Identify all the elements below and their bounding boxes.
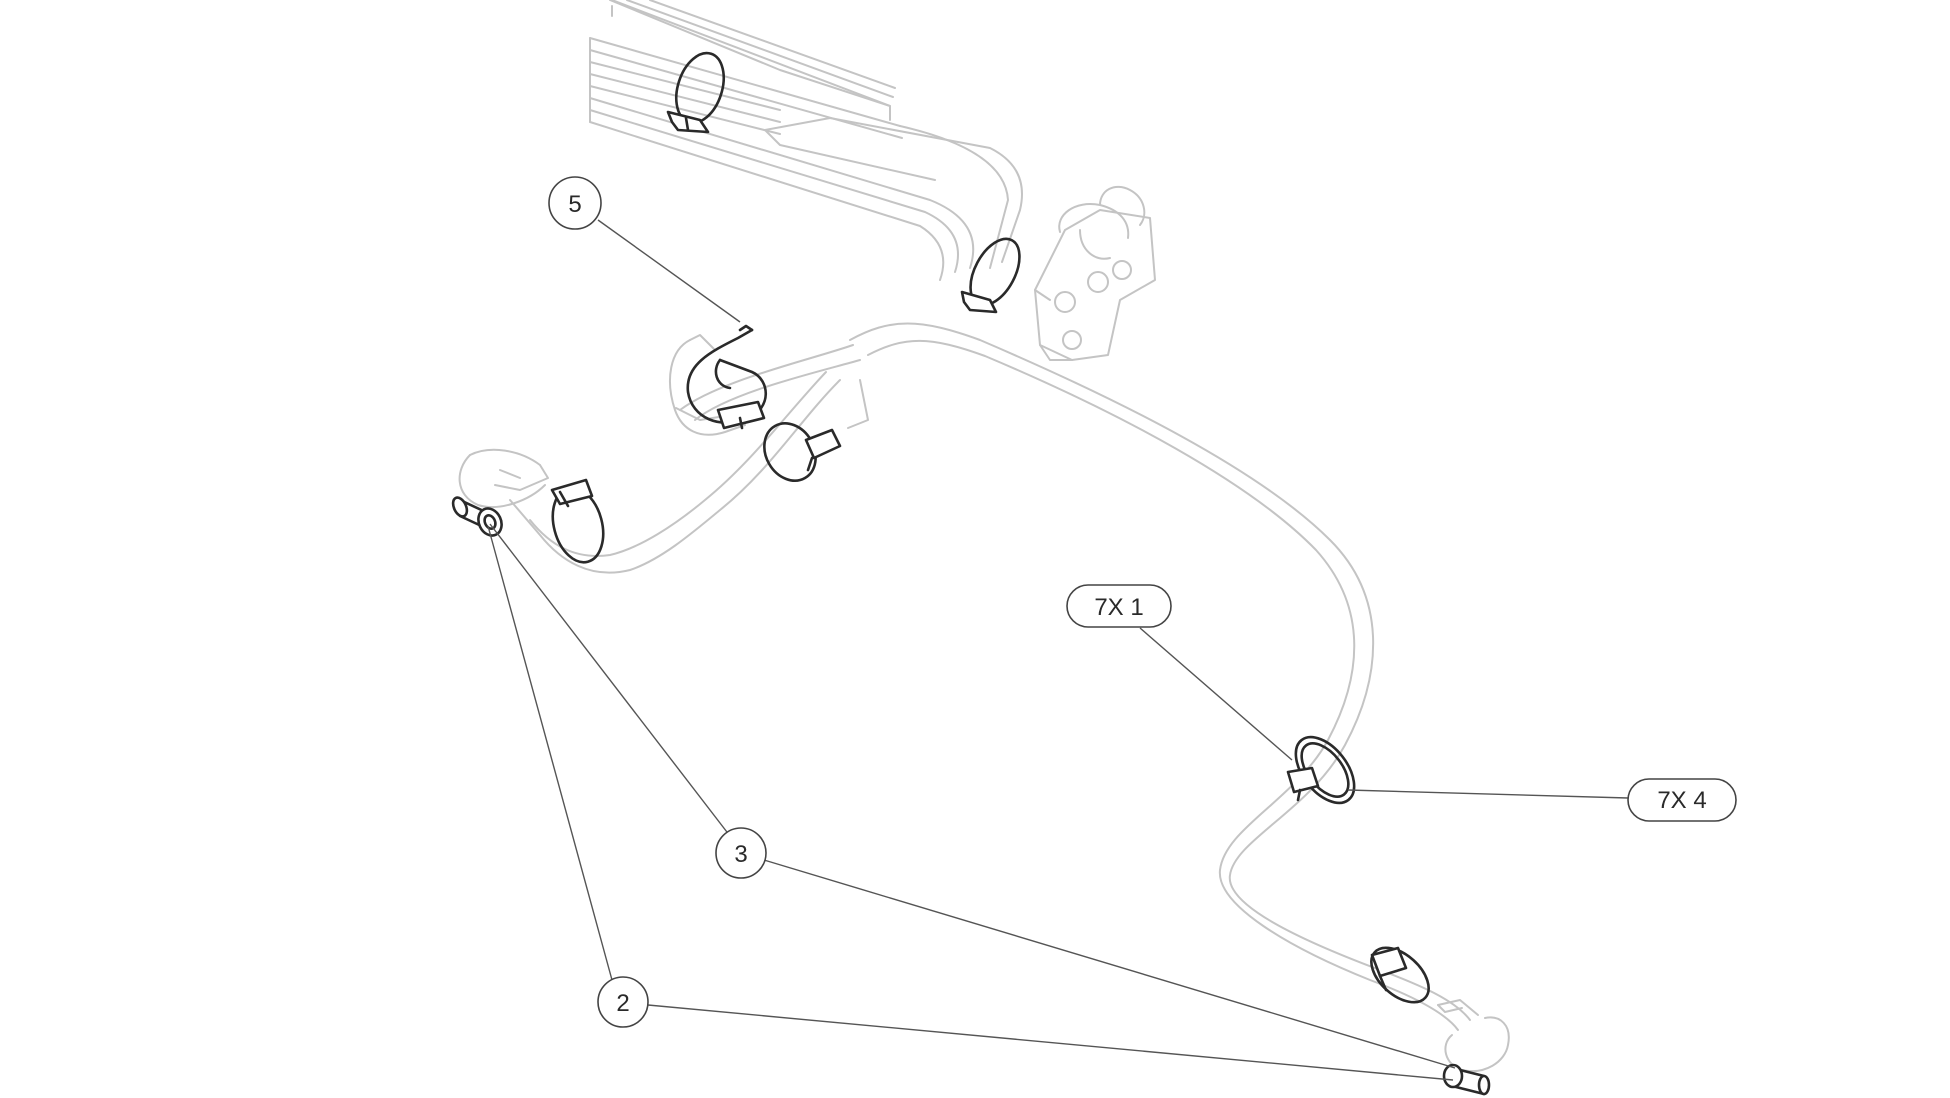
right-cap-pin bbox=[1442, 1063, 1491, 1096]
main-cable bbox=[509, 322, 1471, 1031]
leader-7x4 bbox=[1347, 789, 1629, 799]
ring-clip-7x bbox=[1286, 735, 1356, 805]
highlighted-parts bbox=[451, 51, 1491, 1096]
callout-7x4-label: 7X 4 bbox=[1657, 787, 1706, 814]
callout-7x1-label: 7X 1 bbox=[1094, 594, 1143, 621]
callout-5: 5 bbox=[548, 176, 602, 230]
leader-2-right bbox=[647, 1004, 1454, 1081]
callout-7x4: 7X 4 bbox=[1627, 778, 1737, 822]
cable-tie-rail-bend bbox=[960, 237, 1021, 314]
callout-2: 2 bbox=[597, 976, 649, 1028]
leader-2-left bbox=[487, 525, 613, 981]
cable-tie-top bbox=[666, 51, 725, 134]
ring-clip-lower bbox=[1370, 946, 1430, 1004]
ghost-assembly bbox=[458, 0, 1510, 1073]
leader-3-left bbox=[489, 523, 731, 837]
leader-7x1 bbox=[1139, 627, 1293, 761]
right-end-connector bbox=[1437, 999, 1510, 1073]
leader-3-right bbox=[763, 859, 1456, 1069]
leader-lines bbox=[487, 219, 1629, 1081]
mounting-bracket bbox=[1034, 185, 1156, 361]
leader-5 bbox=[597, 219, 741, 323]
spring-clip-5 bbox=[686, 324, 767, 430]
callout-5-label: 5 bbox=[568, 191, 581, 218]
tab-clip-center bbox=[763, 422, 842, 482]
callout-7x1: 7X 1 bbox=[1066, 584, 1172, 628]
left-cap-pin bbox=[451, 496, 503, 537]
callout-3: 3 bbox=[715, 827, 767, 879]
left-end-connector bbox=[458, 448, 549, 509]
cable-tie-left bbox=[550, 478, 605, 564]
rail-bundle bbox=[589, 0, 1023, 281]
callout-2-label: 2 bbox=[616, 990, 629, 1017]
callout-3-label: 3 bbox=[734, 841, 747, 868]
